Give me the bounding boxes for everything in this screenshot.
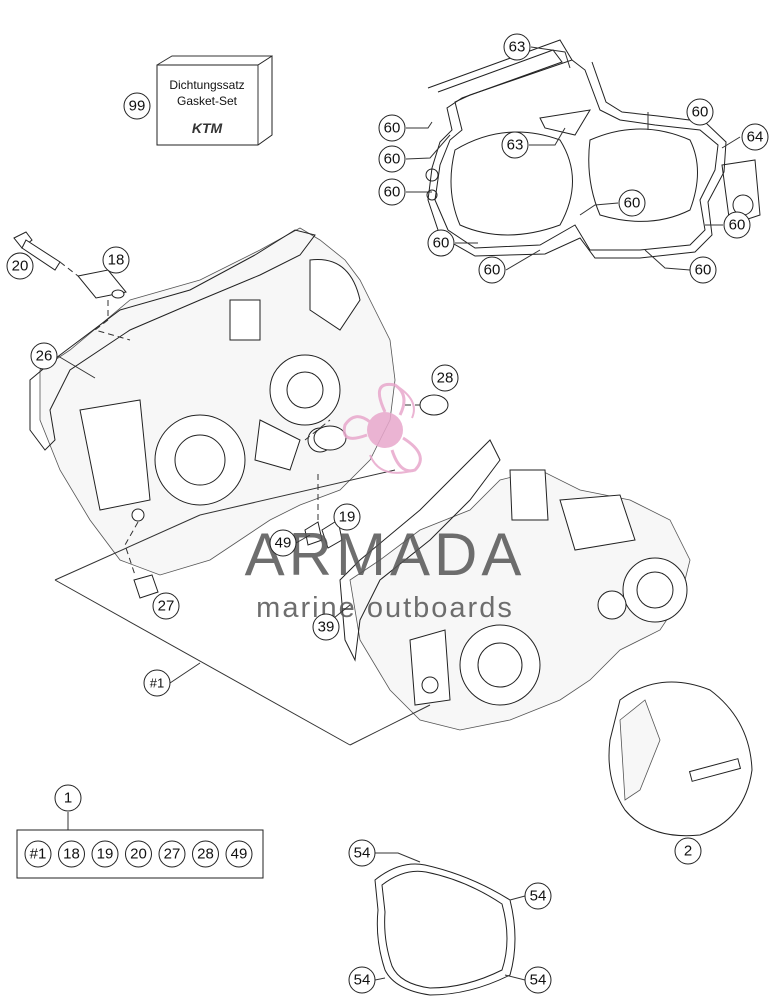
callout-18: 18 — [102, 246, 130, 274]
kit-item-27: 27 — [158, 840, 186, 868]
svg-text:27: 27 — [158, 598, 175, 615]
callout-60-b: 60 — [378, 145, 406, 173]
seals-and-sleeves — [131, 394, 449, 599]
svg-text:54: 54 — [354, 845, 371, 862]
svg-text:60: 60 — [624, 195, 641, 212]
svg-text:60: 60 — [729, 217, 746, 234]
callout-60-e: 60 — [618, 189, 646, 217]
callout-54-d: 54 — [524, 966, 552, 994]
callout-54-b: 54 — [524, 882, 552, 910]
svg-text:20: 20 — [12, 258, 29, 275]
svg-text:54: 54 — [354, 972, 371, 989]
svg-text:18: 18 — [108, 252, 125, 269]
svg-text:49: 49 — [231, 846, 248, 863]
svg-text:64: 64 — [747, 129, 764, 146]
callout-54-a: 54 — [348, 839, 376, 867]
callout-60-f: 60 — [723, 211, 751, 239]
kit-item-19: 19 — [91, 840, 119, 868]
kit-item-28: 28 — [192, 840, 219, 868]
gasket-box-label-en: Gasket-Set — [177, 94, 238, 108]
callout-26: 26 — [30, 342, 58, 370]
callouts: 99 63 63 60 60 60 60 64 60 60 60 60 60 2… — [6, 33, 769, 994]
kit-item-49: 49 — [225, 840, 253, 868]
svg-text:26: 26 — [36, 348, 53, 365]
callout-20: 20 — [6, 252, 34, 280]
kit-item-18: 18 — [58, 840, 85, 868]
watermark-tagline: marine outboards — [256, 592, 514, 624]
svg-text:60: 60 — [384, 151, 401, 168]
callout-60-h: 60 — [478, 256, 506, 284]
callout-49: 49 — [269, 529, 297, 557]
callout-64: 64 — [741, 123, 769, 151]
armada-logo-icon — [342, 382, 422, 474]
callout-63-top: 63 — [503, 33, 531, 61]
svg-text:#1: #1 — [150, 676, 164, 691]
svg-text:#1: #1 — [30, 846, 47, 863]
callout-54-c: 54 — [348, 966, 376, 994]
callout-2: 2 — [674, 837, 702, 865]
svg-text:60: 60 — [692, 104, 709, 121]
callout-63-inner: 63 — [501, 131, 529, 159]
callout-19: 19 — [333, 503, 361, 531]
callout-60-i: 60 — [689, 256, 717, 284]
svg-text:63: 63 — [507, 137, 524, 154]
callout-39: 39 — [312, 613, 340, 641]
svg-text:60: 60 — [384, 184, 401, 201]
svg-text:27: 27 — [164, 846, 181, 863]
kit-item-hash-1: #1 — [24, 840, 52, 868]
ktm-logo: KTM — [192, 120, 223, 136]
svg-text:60: 60 — [384, 120, 401, 137]
svg-text:18: 18 — [63, 846, 80, 863]
callout-60-g: 60 — [427, 229, 455, 257]
callout-28: 28 — [431, 364, 459, 392]
left-crankcase-half — [29, 227, 396, 576]
svg-text:54: 54 — [530, 972, 547, 989]
svg-text:60: 60 — [484, 262, 501, 279]
kit-item-20: 20 — [125, 840, 152, 868]
svg-text:60: 60 — [433, 235, 450, 252]
svg-text:99: 99 — [129, 98, 146, 115]
ignition-cover — [608, 681, 753, 837]
gasket-set-box: Dichtungssatz Gasket-Set KTM — [156, 55, 273, 146]
kit-contents-list: #1 18 19 20 27 28 49 — [24, 840, 253, 868]
callout-1: 1 — [54, 784, 82, 812]
callout-60-a: 60 — [378, 114, 406, 142]
svg-text:60: 60 — [695, 262, 712, 279]
svg-text:28: 28 — [197, 846, 214, 863]
callout-99: 99 — [123, 92, 151, 120]
bolt-and-dowel — [13, 231, 127, 299]
svg-text:19: 19 — [339, 509, 356, 526]
svg-text:54: 54 — [530, 888, 547, 905]
svg-text:2: 2 — [684, 843, 692, 860]
callout-leaders — [57, 46, 741, 981]
svg-text:1: 1 — [64, 790, 72, 807]
svg-text:28: 28 — [437, 370, 454, 387]
svg-text:39: 39 — [318, 619, 335, 636]
svg-text:49: 49 — [275, 535, 292, 552]
callout-60-d: 60 — [686, 98, 714, 126]
callout-60-c: 60 — [378, 178, 406, 206]
ignition-cover-gasket — [374, 863, 516, 996]
callout-27: 27 — [152, 592, 180, 620]
assembly-bracket — [54, 469, 431, 746]
dashed-leaders — [59, 261, 420, 576]
svg-text:63: 63 — [509, 39, 526, 56]
callout-hash-1: #1 — [143, 669, 171, 697]
svg-text:19: 19 — [97, 846, 114, 863]
right-crankcase-half — [339, 439, 691, 731]
gasket-box-label-de: Dichtungssatz — [169, 78, 244, 92]
svg-text:20: 20 — [130, 846, 147, 863]
